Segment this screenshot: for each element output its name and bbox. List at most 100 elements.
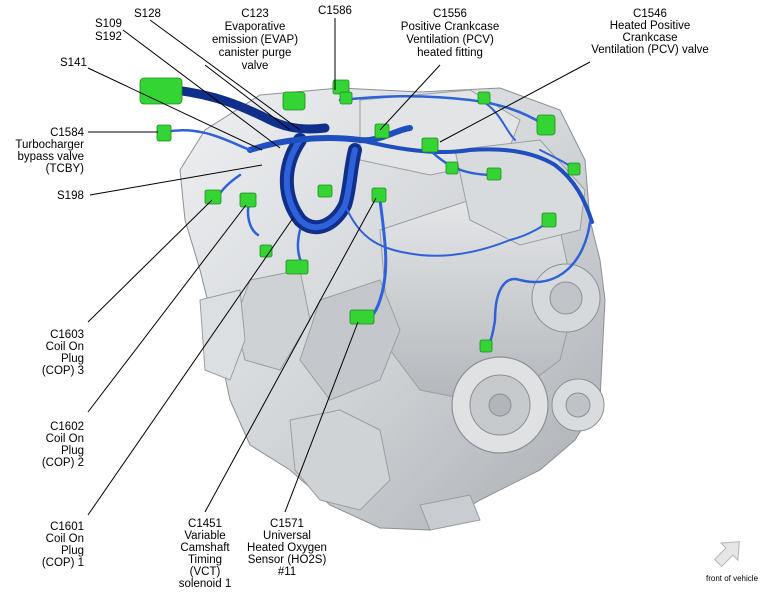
label-line: Coil On [46, 341, 84, 353]
connector-c1546 [536, 114, 556, 136]
arrow-up-right-icon [713, 541, 740, 568]
label-line: Universal [263, 530, 311, 542]
leader-s198 [89, 164, 263, 196]
label-line: C123 [241, 8, 269, 20]
leader-s141 [87, 67, 263, 151]
label-line: S109 [95, 18, 122, 30]
label-line: Positive Crankcase [401, 21, 499, 33]
label-line: bypass valve [18, 151, 84, 163]
leader-c1571 [284, 321, 359, 513]
leader-c1556 [379, 64, 441, 131]
leader-c1603 [87, 199, 213, 323]
leader-lines [87, 18, 591, 516]
connector-cop2 [239, 192, 257, 208]
connector-mid-2 [445, 161, 459, 175]
label-line: Ventilation (PCV) [406, 34, 494, 46]
label-line: C1603 [50, 329, 84, 341]
label-line: (COP) 2 [42, 457, 84, 469]
label-line: Plug [61, 445, 84, 457]
label-line: Variable [184, 530, 225, 542]
orientation-label: front of vehicle [706, 574, 759, 583]
connector-mid-1 [486, 167, 502, 181]
connector-ho2s [349, 309, 375, 325]
label-line: #11 [278, 566, 296, 578]
label-line: S141 [60, 57, 87, 69]
connector-cop1 [285, 259, 309, 275]
wiring-harness [163, 85, 594, 348]
connector-c1556 [374, 123, 390, 139]
orientation-indicator: front of vehicle [706, 541, 759, 583]
label-line: Coil On [46, 433, 84, 445]
connector-pcv-fitting [421, 137, 439, 153]
label-s141: S141 [60, 57, 87, 69]
label-line: (COP) 3 [42, 365, 84, 377]
connector-top-2 [477, 91, 491, 105]
label-line: Heated Oxygen [247, 542, 327, 554]
label-line: Turbocharger [15, 139, 84, 151]
label-line: Plug [61, 353, 84, 365]
connector-evap [139, 77, 183, 105]
label-line: Coil On [46, 533, 84, 545]
label-line: valve [242, 60, 269, 72]
engine-block [179, 87, 606, 531]
connector-cop3 [204, 189, 222, 205]
leader-c1602 [87, 204, 247, 413]
label-line: C1571 [270, 518, 304, 530]
connector-c1584 [156, 124, 172, 142]
label-line: Heated Positive [610, 20, 691, 32]
label-s128: S128 [134, 8, 161, 20]
label-line: Sensor (HO2S) [248, 554, 327, 566]
label-line: C1546 [633, 8, 667, 20]
label-line: S192 [95, 31, 122, 43]
label-line: Ventilation (PCV) valve [591, 44, 709, 56]
label-line: C1601 [50, 521, 84, 533]
label-line: canister purge [219, 47, 292, 59]
label-line: heated fitting [417, 47, 483, 59]
leader-c1601 [87, 217, 294, 516]
label-line: C1584 [50, 127, 84, 139]
leader-c123 [204, 64, 291, 131]
label-line: (COP) 1 [42, 557, 84, 569]
label-line: C1586 [318, 5, 352, 17]
label-line: Timing [188, 554, 222, 566]
leader-s128 [149, 19, 301, 131]
label-line: Crankcase [623, 32, 678, 44]
connector-right-2 [541, 212, 557, 228]
label-line: Camshaft [180, 542, 230, 554]
label-line: (VCT) [190, 566, 221, 578]
label-line: S198 [57, 190, 84, 202]
connector-low [479, 339, 493, 353]
label-line: S128 [134, 8, 161, 20]
label-line: (TCBY) [46, 163, 85, 175]
connector-vct [371, 187, 387, 203]
connectors [139, 77, 581, 353]
connector-top-1 [339, 91, 353, 105]
label-line: C1602 [50, 421, 84, 433]
label-c1586: C1586 [318, 5, 352, 17]
connector-mid-3 [317, 184, 333, 198]
connector-right-1 [567, 162, 581, 176]
label-line: solenoid 1 [179, 578, 231, 590]
label-line: C1556 [433, 8, 467, 20]
label-line: emission (EVAP) [212, 34, 298, 46]
leader-s109 [122, 29, 281, 149]
connector-s128 [282, 91, 306, 111]
leader-c1451 [204, 197, 377, 513]
label-s198: S198 [57, 190, 84, 202]
label-line: C1451 [188, 518, 222, 530]
label-line: Evaporative [225, 21, 286, 33]
label-line: Plug [61, 545, 84, 557]
